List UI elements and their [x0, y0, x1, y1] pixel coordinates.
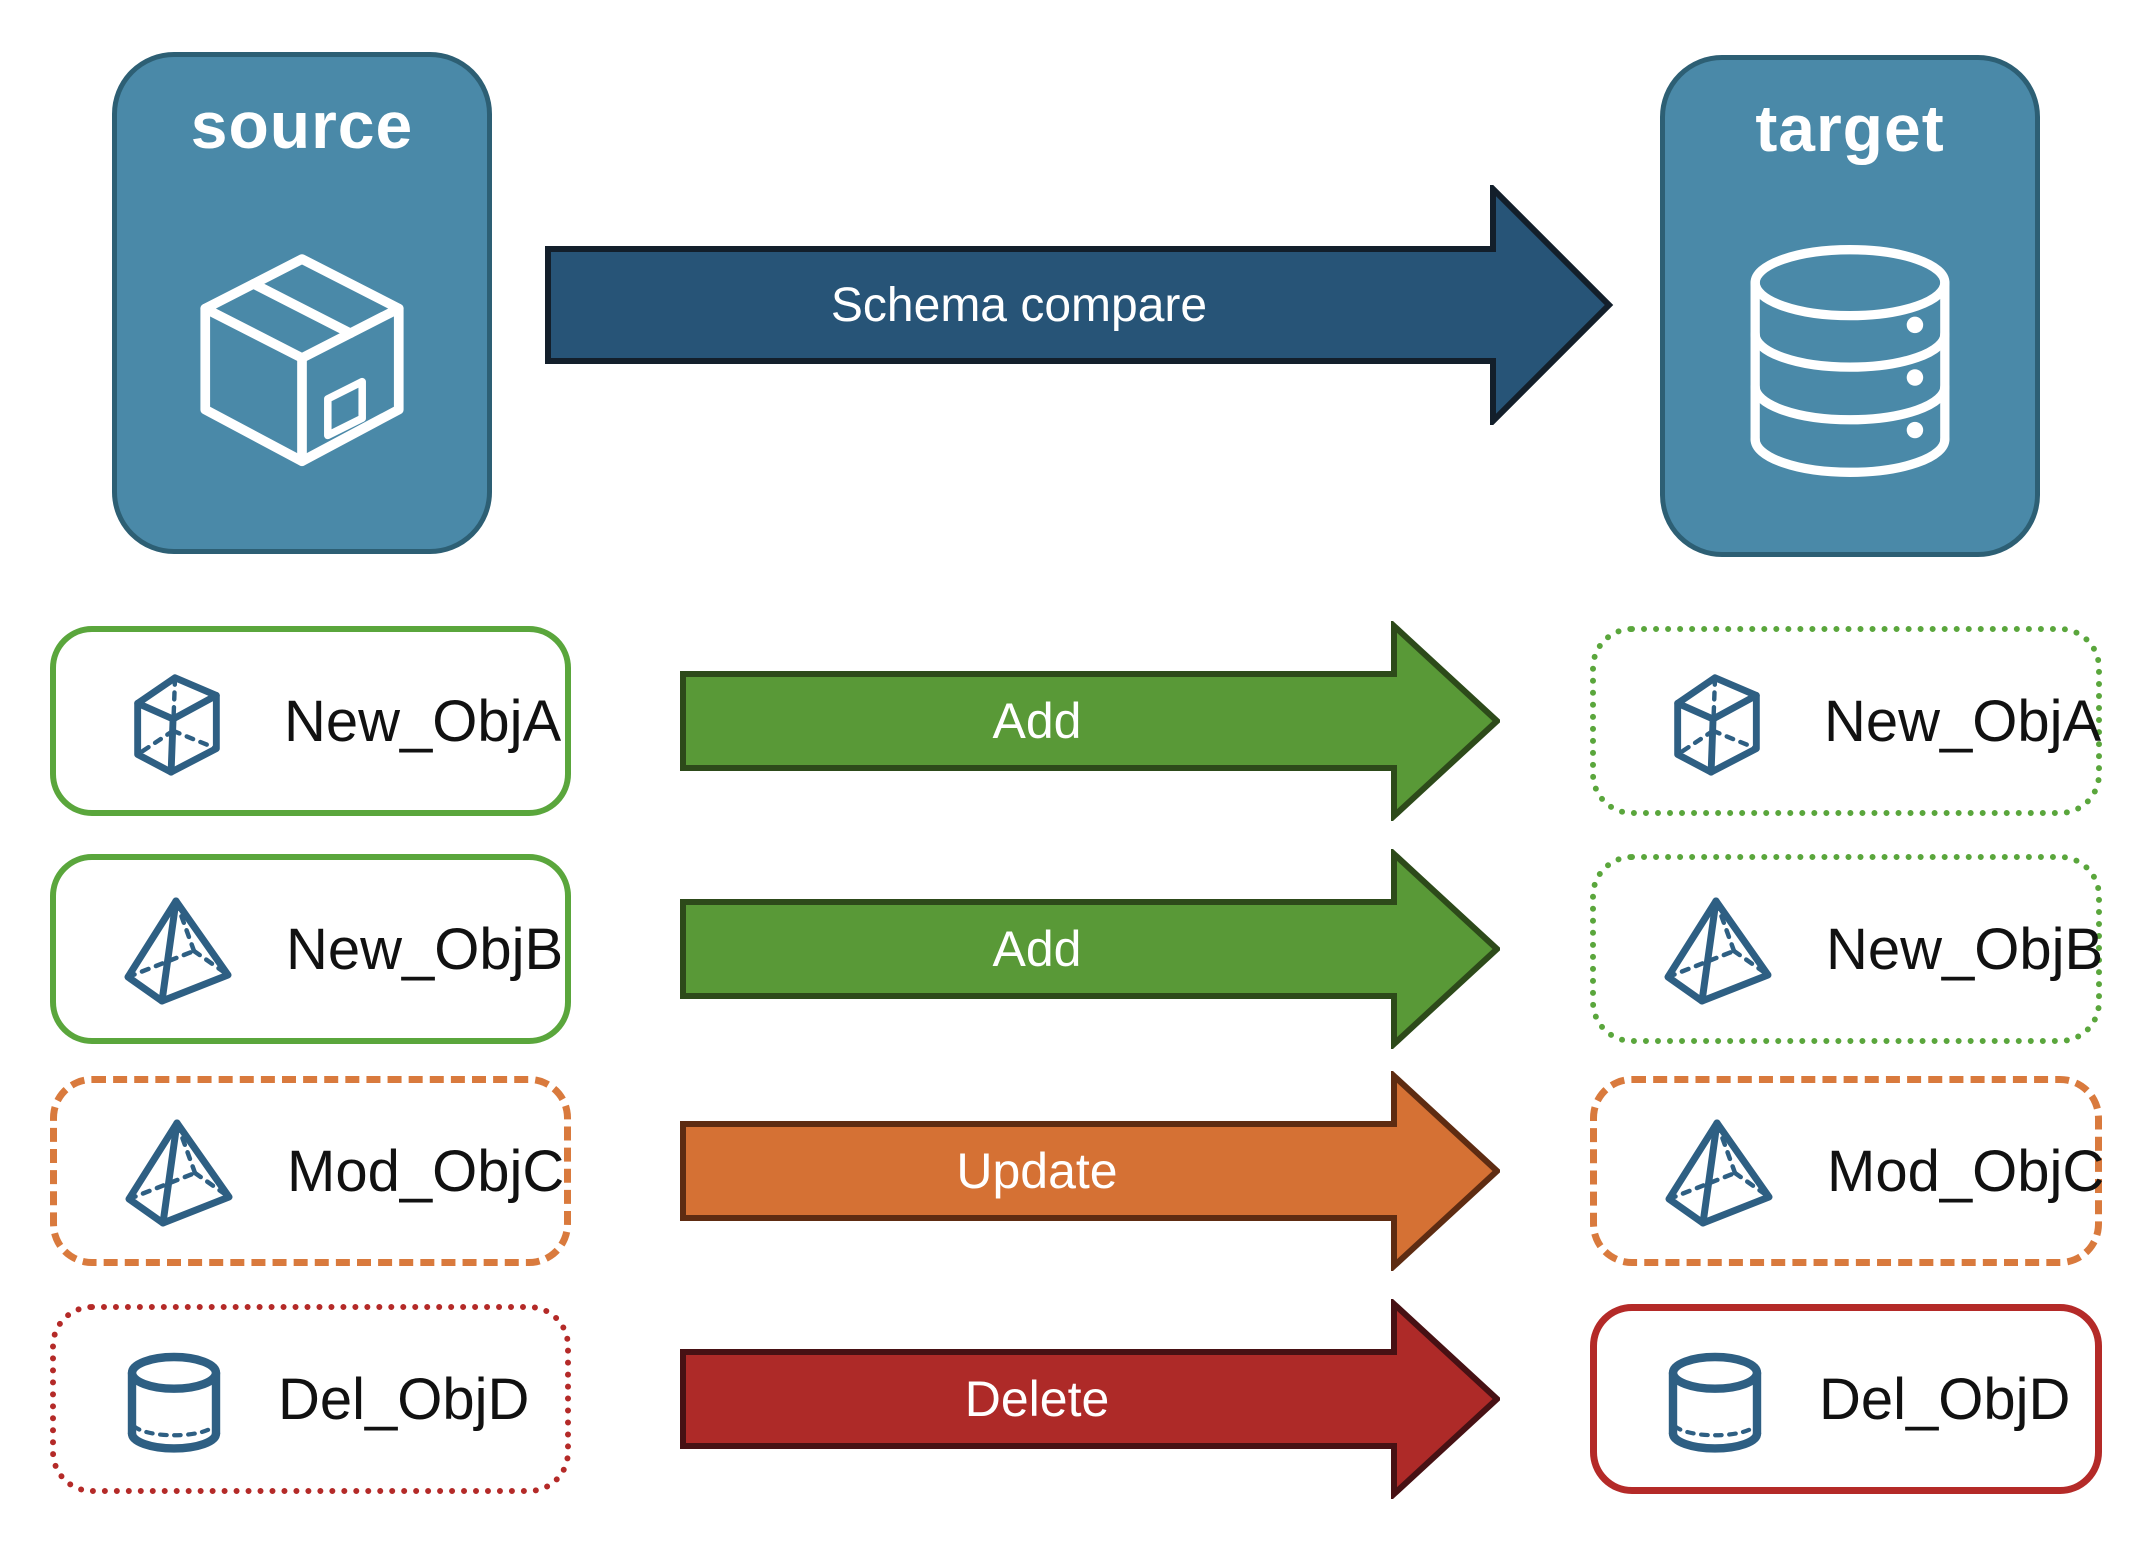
update-arrow: Update [680, 1069, 1502, 1273]
target-object-card-new-objb: New_ObjB [1590, 854, 2104, 1044]
target-box: target [1660, 55, 2040, 557]
source-object-card-new-objb: New_ObjB [50, 854, 571, 1044]
delete-arrow: Delete [680, 1297, 1502, 1501]
target-object-card-del-objd: Del_ObjD [1590, 1304, 2102, 1494]
object-label: Del_ObjD [278, 1366, 530, 1432]
object-label: Mod_ObjC [1827, 1138, 2105, 1204]
pyramid-icon [1659, 1111, 1779, 1231]
source-object-card-del-objd: Del_ObjD [50, 1304, 571, 1494]
target-object-card-new-obja: New_ObjA [1590, 626, 2102, 816]
package-icon [173, 167, 431, 549]
object-label: Mod_ObjC [287, 1138, 565, 1204]
add-arrow: Add [680, 619, 1502, 823]
target-object-card-mod-objc: Mod_ObjC [1590, 1076, 2105, 1266]
database-icon [1726, 170, 1974, 552]
cube-icon [118, 662, 236, 780]
pyramid-icon [1658, 889, 1778, 1009]
schema-compare-arrow: Schema compare [545, 181, 1615, 429]
target-title: target [1755, 91, 1945, 165]
pyramid-icon [119, 1111, 239, 1231]
object-label: New_ObjB [1826, 916, 2104, 982]
source-box: source [112, 52, 492, 554]
object-label: New_ObjB [286, 916, 564, 982]
cylinder-icon [1659, 1341, 1771, 1457]
object-label: Del_ObjD [1819, 1366, 2071, 1432]
object-label: New_ObjA [1824, 688, 2102, 754]
object-label: New_ObjA [284, 688, 562, 754]
cube-icon [1658, 662, 1776, 780]
source-title: source [190, 88, 414, 162]
add-arrow: Add [680, 847, 1502, 1051]
pyramid-icon [118, 889, 238, 1009]
cylinder-icon [118, 1341, 230, 1457]
source-object-card-mod-objc: Mod_ObjC [50, 1076, 571, 1266]
source-object-card-new-obja: New_ObjA [50, 626, 571, 816]
